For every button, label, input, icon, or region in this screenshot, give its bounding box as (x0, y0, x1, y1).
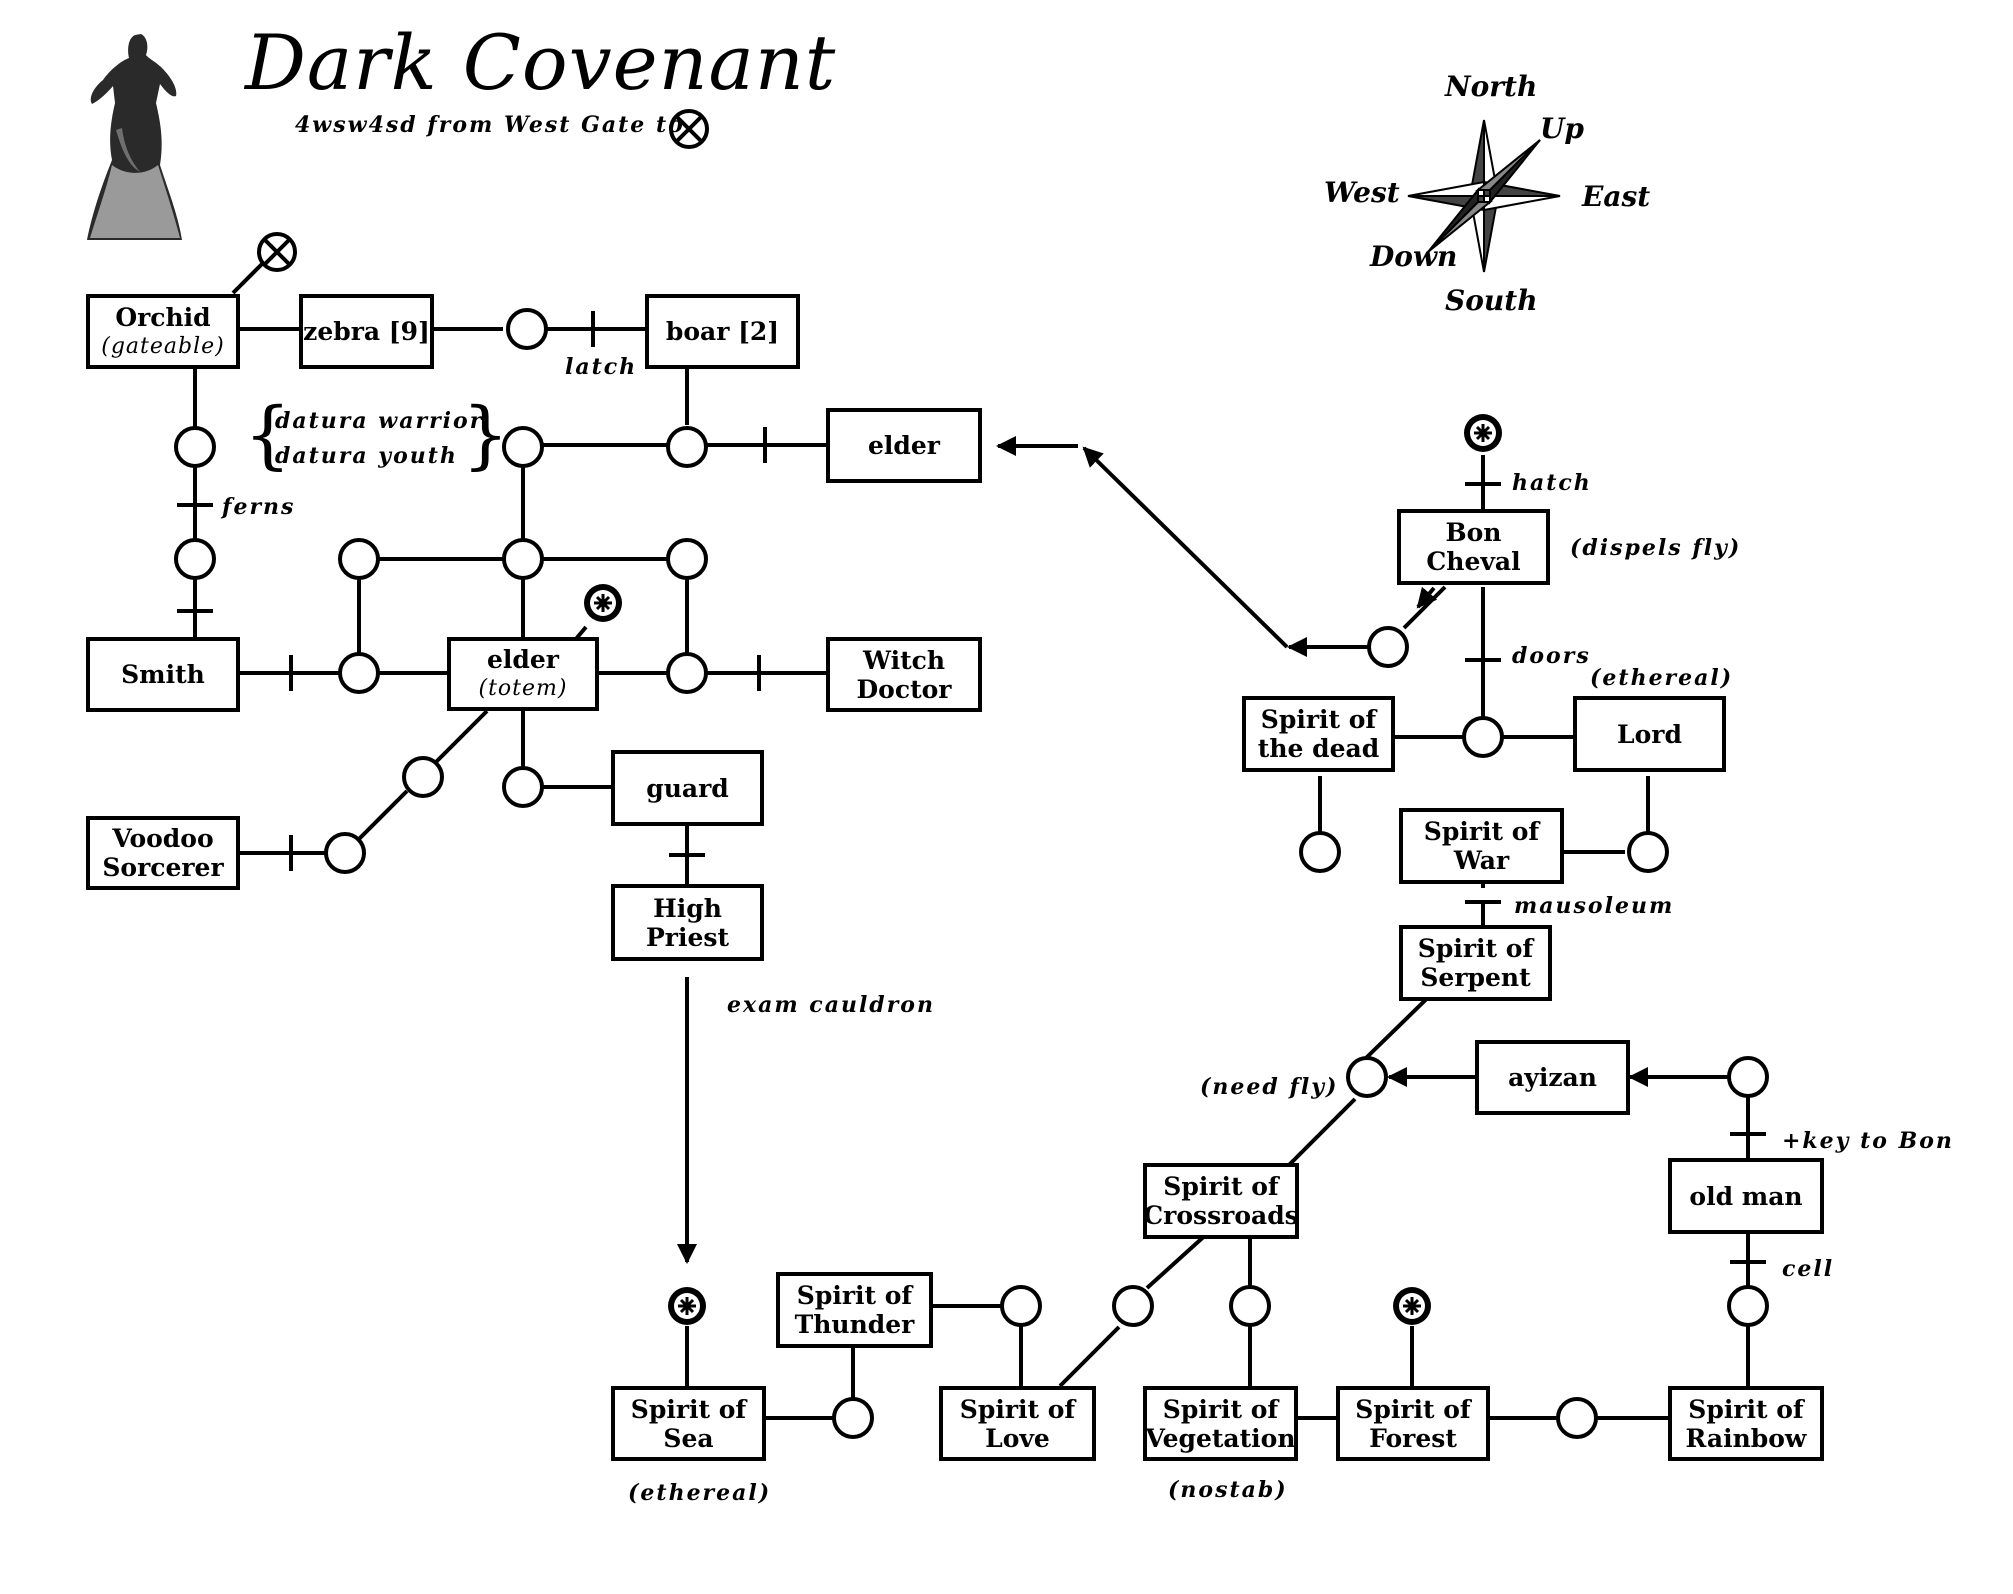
room-spirit-of-sea[interactable]: Spirit of Sea (611, 1386, 766, 1461)
room-spirit-vegetation-line1: Spirit of (1162, 1394, 1279, 1424)
room-spirit-forest-line1: Spirit of (1355, 1394, 1471, 1424)
room-spirit-serpent-line2: Serpent (1420, 963, 1531, 992)
room-spirit-of-crossroads[interactable]: Spirit of Crossroads (1143, 1163, 1299, 1239)
note-latch: latch (565, 354, 638, 380)
room-old-man-label: old man (1689, 1181, 1803, 1211)
room-high-priest[interactable]: High Priest (611, 884, 764, 961)
room-high-priest-line2: Priest (646, 922, 729, 952)
room-zebra[interactable]: zebra [9] (299, 294, 434, 369)
room-ayizan[interactable]: ayizan (1475, 1040, 1630, 1115)
room-orchid-sub: (gateable) (101, 333, 225, 359)
room-spirit-rainbow-line1: Spirit of (1688, 1394, 1804, 1424)
room-elder-totem-sub: (totem) (478, 676, 568, 701)
map-subtitle: 4wsw4sd from West Gate to (295, 112, 685, 138)
room-spirit-sea-line2: Sea (663, 1423, 714, 1453)
room-spirit-of-serpent[interactable]: Spirit of Serpent (1399, 925, 1552, 1001)
room-orchid-label: Orchid (115, 302, 211, 332)
room-witch-doctor-line1: Witch (862, 645, 946, 675)
statue-figure-icon (87, 34, 182, 240)
compass-down-label: Down (1370, 240, 1458, 273)
room-old-man[interactable]: old man (1668, 1158, 1824, 1234)
room-spirit-of-the-dead[interactable]: Spirit of the dead (1242, 696, 1395, 772)
room-smith-label: Smith (121, 660, 205, 689)
room-spirit-serpent-line1: Spirit of (1417, 934, 1534, 963)
room-spirit-of-war[interactable]: Spirit of War (1399, 808, 1564, 884)
room-spirit-of-rainbow[interactable]: Spirit of Rainbow (1668, 1386, 1824, 1461)
room-guard[interactable]: guard (611, 750, 764, 826)
room-spirit-crossroads-line1: Spirit of (1163, 1172, 1279, 1201)
compass-east-label: East (1582, 180, 1651, 213)
note-nostab: (nostab) (1168, 1477, 1288, 1503)
map-title: Dark Covenant (245, 18, 837, 107)
compass-south-label: South (1445, 284, 1538, 317)
room-elder-totem[interactable]: elder (totem) (447, 637, 599, 711)
room-elder-top[interactable]: elder (826, 408, 982, 483)
room-bon-cheval[interactable]: Bon Cheval (1397, 509, 1550, 585)
note-exam-cauldron: exam cauldron (727, 992, 935, 1018)
brace-left: { (244, 392, 292, 478)
room-bon-cheval-label: Bon Cheval (1426, 518, 1521, 576)
room-spirit-dead-line2: the dead (1257, 734, 1380, 763)
note-datura-warrior: datura warrior (275, 408, 484, 434)
room-voodoo-line1: Voodoo (112, 824, 214, 853)
room-voodoo-line2: Sorcerer (102, 853, 224, 882)
room-zebra-label: zebra [9] (303, 317, 430, 346)
note-ferns: ferns (222, 494, 296, 520)
room-spirit-love-line2: Love (985, 1423, 1050, 1453)
note-need-fly: (need fly) (1200, 1074, 1339, 1100)
room-orchid[interactable]: Orchid (gateable) (86, 294, 240, 369)
note-cell: cell (1782, 1256, 1835, 1282)
room-spirit-thunder-line1: Spirit of (796, 1281, 913, 1310)
note-ethereal-sea: (ethereal) (628, 1480, 772, 1506)
room-spirit-forest-line2: Forest (1369, 1423, 1457, 1453)
room-smith[interactable]: Smith (86, 637, 240, 712)
room-spirit-war-line1: Spirit of (1423, 817, 1540, 846)
note-hatch: hatch (1512, 470, 1592, 496)
room-elder-totem-label: elder (487, 645, 559, 674)
room-spirit-love-line1: Spirit of (959, 1394, 1076, 1424)
compass-west-label: West (1324, 176, 1400, 209)
room-witch-doctor[interactable]: Witch Doctor (826, 637, 982, 712)
room-spirit-vegetation-line2: Vegetation (1145, 1423, 1296, 1453)
compass-rose-icon (1407, 119, 1561, 273)
room-spirit-of-thunder[interactable]: Spirit of Thunder (776, 1272, 933, 1348)
room-witch-doctor-line2: Doctor (856, 674, 952, 704)
room-elder-top-label: elder (868, 431, 940, 460)
room-ayizan-label: ayizan (1508, 1063, 1597, 1092)
room-spirit-of-love[interactable]: Spirit of Love (939, 1386, 1096, 1461)
room-guard-label: guard (646, 773, 729, 803)
room-lord[interactable]: Lord (1573, 696, 1726, 772)
brace-right: } (462, 392, 510, 478)
room-voodoo-sorcerer[interactable]: Voodoo Sorcerer (86, 816, 240, 890)
room-boar-label: boar [2] (665, 317, 780, 346)
room-spirit-crossroads-line2: Crossroads (1143, 1201, 1299, 1230)
note-dispels-fly: (dispels fly) (1570, 535, 1742, 561)
room-spirit-of-forest[interactable]: Spirit of Forest (1336, 1386, 1490, 1461)
room-lord-label: Lord (1617, 719, 1682, 749)
note-mausoleum: mausoleum (1514, 893, 1675, 919)
note-key-to-bon: +key to Bon (1782, 1128, 1954, 1154)
room-spirit-sea-line1: Spirit of (630, 1394, 747, 1424)
compass-north-label: North (1445, 70, 1538, 103)
room-high-priest-line1: High (653, 893, 722, 923)
note-doors: doors (1512, 643, 1591, 669)
room-boar[interactable]: boar [2] (645, 294, 800, 369)
note-ethereal-lord: (ethereal) (1590, 665, 1734, 691)
room-spirit-war-line2: War (1453, 846, 1510, 875)
room-spirit-rainbow-line2: Rainbow (1685, 1423, 1807, 1453)
room-spirit-thunder-line2: Thunder (794, 1310, 915, 1339)
room-spirit-dead-line1: Spirit of (1260, 705, 1377, 734)
room-spirit-of-vegetation[interactable]: Spirit of Vegetation (1143, 1386, 1298, 1461)
compass-up-label: Up (1540, 112, 1584, 145)
note-datura-youth: datura youth (275, 443, 458, 469)
